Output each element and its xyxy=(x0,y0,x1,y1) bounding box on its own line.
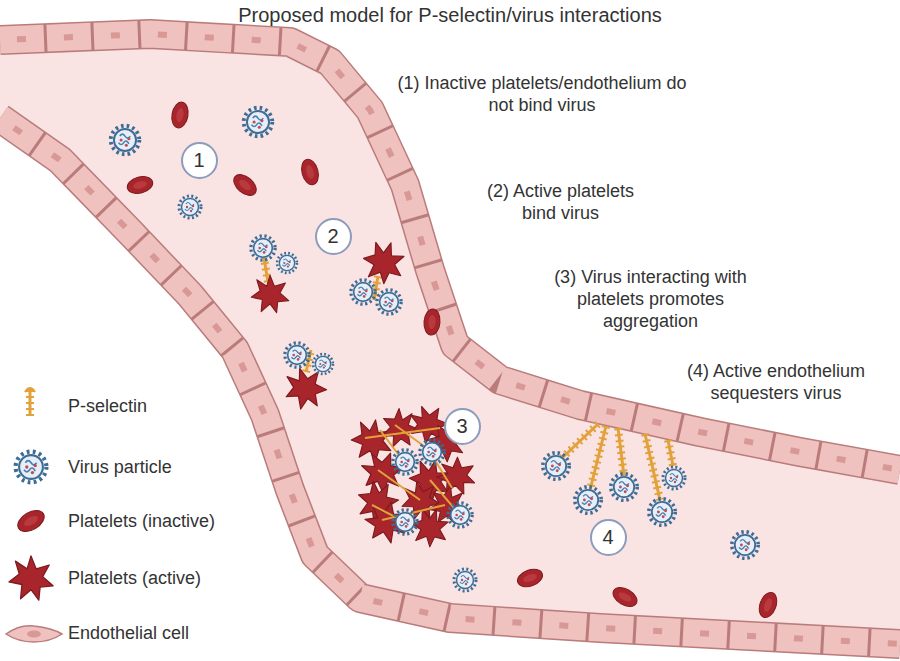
legend-label: Platelets (inactive) xyxy=(68,510,215,532)
step-label: (4) Active endothelium sequesters virus xyxy=(660,360,892,404)
callout-circle: 1 xyxy=(181,142,218,179)
step-label: (1) Inactive platelets/endothelium do no… xyxy=(392,72,692,116)
diagram-title: Proposed model for P-selectin/virus inte… xyxy=(0,3,900,27)
legend-label: Endothelial cell xyxy=(68,622,189,644)
step-label: (3) Virus interacting with platelets pro… xyxy=(548,266,753,332)
callout-circle: 4 xyxy=(590,519,627,556)
step-label: (2) Active platelets bind virus xyxy=(468,180,653,224)
callout-number: 1 xyxy=(193,149,204,172)
legend-samples xyxy=(6,388,62,642)
callout-number: 4 xyxy=(602,526,613,549)
legend-label: Platelets (active) xyxy=(68,567,201,589)
callout-circle: 2 xyxy=(315,218,352,255)
callout-number: 3 xyxy=(456,415,467,438)
legend-label: P-selectin xyxy=(68,395,147,417)
legend-label: Virus particle xyxy=(68,456,172,478)
callout-circle: 3 xyxy=(444,408,481,445)
callout-number: 2 xyxy=(327,225,338,248)
